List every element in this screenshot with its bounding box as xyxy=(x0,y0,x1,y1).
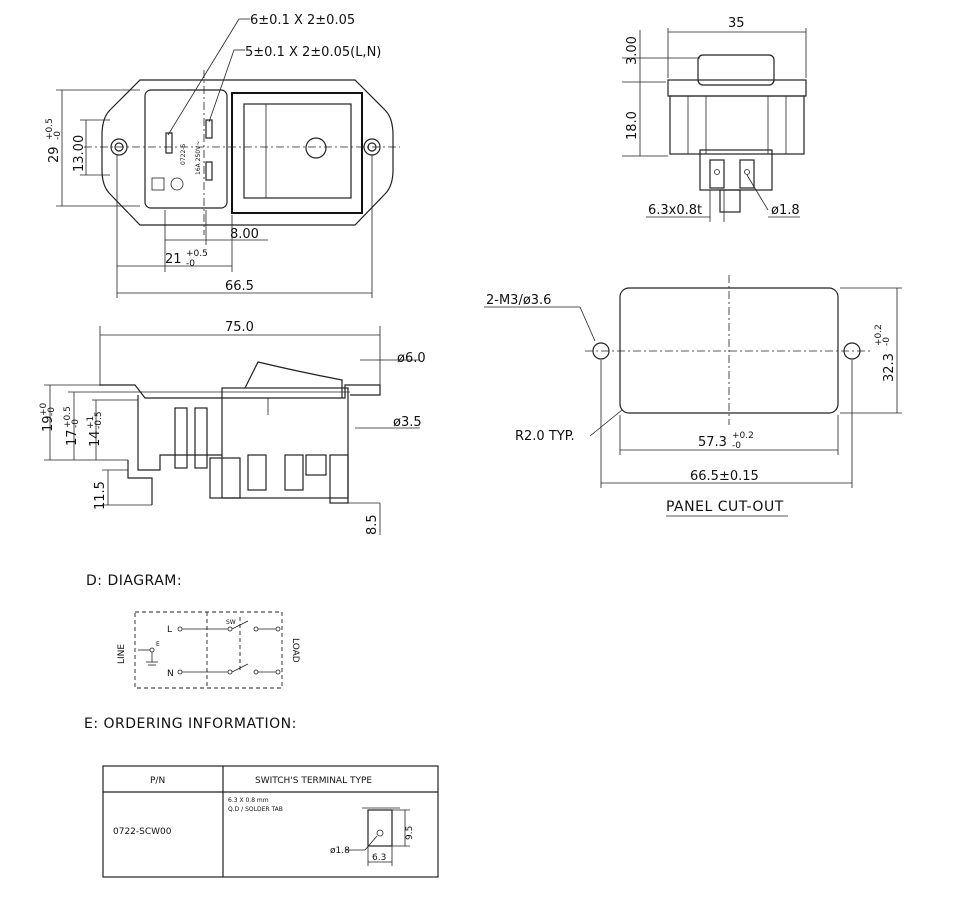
front-view: 0722-S 16A 250V~ 6±0.1 X 2±0.05 5±0.1 X … xyxy=(45,13,400,298)
terminal-line2: Q.D / SOLDER TAB xyxy=(228,806,283,813)
tab-label: 6.3x0.8t xyxy=(648,203,702,218)
cutout-height-tol-upper: +0.2 xyxy=(874,324,884,346)
col-terminal: SWITCH'S TERMINAL TYPE xyxy=(255,776,372,786)
h11-5-label: 11.5 xyxy=(93,481,108,510)
rating-marking: 16A 250V~ xyxy=(195,141,202,175)
h19-tol-lower: -0 xyxy=(47,407,57,416)
cutout-width-tol-lower: -0 xyxy=(732,441,741,451)
panel-cutout: 2-M3/ø3.6 32.3 +0.2 -0 R2.0 TYP. 57.3 +0… xyxy=(484,275,902,517)
radius-label: R2.0 TYP. xyxy=(515,429,575,444)
dia-6-label: ø6.0 xyxy=(397,351,426,366)
height-29-tol-lower: -0 xyxy=(53,131,63,140)
line-label: LINE xyxy=(117,644,127,664)
l-label: L xyxy=(167,625,172,635)
e-label: E xyxy=(156,641,160,648)
tab-hole-label: ø1.8 xyxy=(330,846,350,856)
cutout-overall-label: 66.5±0.15 xyxy=(690,469,759,484)
h8-5-label: 8.5 xyxy=(365,514,380,535)
cutout-width-label: 57.3 xyxy=(698,435,727,450)
h14-tol-upper: +1 xyxy=(86,416,96,429)
holes-label: 2-M3/ø3.6 xyxy=(486,293,551,308)
h19-tol-upper: +0 xyxy=(39,402,49,416)
hole-spacing-label: 13.00 xyxy=(72,135,87,172)
top-view: 35 3.00 18.0 6.3x0.8t ø1.8 xyxy=(622,16,807,222)
offset-21-tol-upper: +0.5 xyxy=(186,249,208,259)
hole-label: ø1.8 xyxy=(771,203,800,218)
wiring-diagram: D: DIAGRAM: E L N SW LINE LOAD xyxy=(86,573,300,689)
part-number-marking: 0722-S xyxy=(180,144,187,165)
callout-pin-tab: 6±0.1 X 2±0.05 xyxy=(250,13,355,28)
load-label: LOAD xyxy=(290,638,300,663)
length-75-label: 75.0 xyxy=(225,320,254,335)
offset-21-label: 21 xyxy=(165,252,182,267)
offset-8-label: 8.00 xyxy=(230,227,259,242)
h19-label: 19 xyxy=(41,415,56,432)
panel-cutout-caption: PANEL CUT-OUT xyxy=(666,499,784,515)
body-height-label: 18.0 xyxy=(625,111,640,140)
tab-height-label: 9.5 xyxy=(405,826,415,840)
part-number: 0722-SCW00 xyxy=(113,827,172,837)
h14-label: 14 xyxy=(88,430,103,447)
terminal-line1: 6.3 X 0.8 mm xyxy=(228,797,269,804)
cutout-height-label: 32.3 xyxy=(882,353,897,382)
h17-tol-upper: +0.5 xyxy=(63,406,73,428)
height-29-label: 29 xyxy=(47,146,62,163)
h17-tol-lower: -0 xyxy=(71,419,81,428)
h14-tol-lower: -0.5 xyxy=(94,411,104,429)
ordering-heading: E: ORDERING INFORMATION: xyxy=(84,716,297,732)
cap-height-label: 3.00 xyxy=(625,36,640,65)
height-29-tol-upper: +0.5 xyxy=(45,118,55,140)
ordering-info: E: ORDERING INFORMATION: P/N SWITCH'S TE… xyxy=(84,716,439,878)
h17-label: 17 xyxy=(65,429,80,446)
col-pn: P/N xyxy=(150,776,165,786)
n-label: N xyxy=(167,669,174,679)
side-view: 75.0 ø6.0 ø3.5 19 +0 -0 17 +0.5 -0 14 +1… xyxy=(39,320,426,535)
top-width-label: 35 xyxy=(728,16,745,31)
offset-21-tol-lower: -0 xyxy=(186,259,195,269)
diagram-heading: D: DIAGRAM: xyxy=(86,573,182,589)
cutout-height-tol-lower: -0 xyxy=(882,337,892,346)
tab-width-label: 6.3 xyxy=(372,853,386,863)
sw-label: SW xyxy=(226,619,236,626)
callout-ln-tab: 5±0.1 X 2±0.05(L,N) xyxy=(245,45,381,60)
cutout-width-tol-upper: +0.2 xyxy=(732,431,754,441)
width-66-5-label: 66.5 xyxy=(225,279,254,294)
dia-3-5-label: ø3.5 xyxy=(393,415,422,430)
